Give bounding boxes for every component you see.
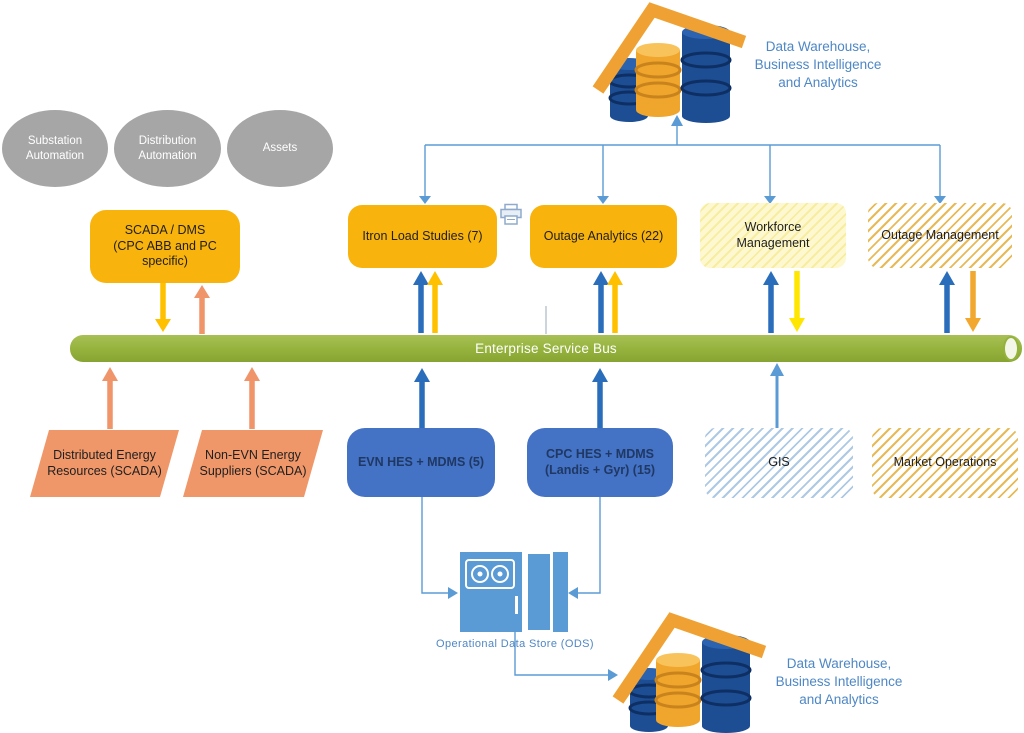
ellipse-label: Assets	[262, 142, 298, 155]
db-cylinder-middle	[634, 43, 682, 117]
box-outage-analytics: Outage Analytics (22)	[530, 205, 677, 268]
ellipse-assets: Assets	[227, 110, 333, 187]
esb-label: Enterprise Service Bus	[475, 341, 617, 356]
cpc-to-ods-connector	[568, 497, 601, 599]
box-label: Outage Analytics (22)	[543, 228, 664, 243]
box-itron-load-studies: Itron Load Studies (7)	[348, 205, 497, 268]
der-up-arrow	[102, 367, 118, 429]
ellipse-substation-automation: Substation Automation	[2, 110, 108, 187]
box-label: GIS	[768, 455, 790, 470]
scada-down-arrow	[155, 283, 171, 332]
box-label: Market Operations	[893, 455, 997, 470]
box-label: Non-EVN Energy Suppliers (SCADA)	[199, 447, 307, 478]
box-workforce-management: Workforce Management	[700, 203, 846, 268]
warehouse-roof	[612, 612, 767, 704]
scada-up-arrow	[194, 285, 210, 334]
outage-analytics-gold-up-arrow	[607, 271, 623, 333]
box-label: Itron Load Studies (7)	[362, 228, 483, 243]
evn-hes-up-arrow	[414, 368, 430, 428]
warehouse-roof	[592, 2, 747, 94]
operational-data-store-icon	[460, 552, 568, 632]
box-label: SCADA / DMS (CPC ABB and PC specific)	[113, 223, 217, 269]
workforce-blue-up-arrow	[763, 271, 779, 333]
box-distributed-energy-resources: Distributed Energy Resources (SCADA)	[30, 430, 179, 497]
printer-icon	[500, 203, 522, 225]
ods-to-warehouse-connector	[514, 632, 618, 681]
box-cpc-hes-mdms: CPC HES + MDMS (Landis + Gyr) (15)	[527, 428, 673, 497]
gis-up-arrow	[770, 363, 784, 428]
warehouse-distribution-tree	[419, 115, 946, 204]
box-outage-management: Outage Management	[868, 203, 1012, 268]
box-market-operations: Market Operations	[872, 428, 1018, 498]
ellipse-label: Substation Automation	[25, 135, 85, 162]
box-non-evn-energy-suppliers: Non-EVN Energy Suppliers (SCADA)	[183, 430, 323, 497]
box-label: CPC HES + MDMS (Landis + Gyr) (15)	[544, 446, 656, 477]
outage-mgmt-blue-up-arrow	[939, 271, 955, 333]
box-evn-hes-mdms: EVN HES + MDMS (5)	[347, 428, 495, 497]
non-evn-up-arrow	[244, 367, 260, 429]
box-label: Workforce Management	[736, 219, 810, 250]
data-warehouse-icon-top	[592, 2, 747, 123]
outage-mgmt-orange-down-arrow	[965, 271, 981, 332]
cpc-hes-up-arrow	[592, 368, 608, 428]
ods-label: Operational Data Store (ODS)	[436, 638, 594, 650]
db-cylinder-right	[680, 25, 732, 123]
box-gis: GIS	[705, 428, 853, 498]
evn-to-ods-connector	[421, 497, 458, 599]
box-scada-dms: SCADA / DMS (CPC ABB and PC specific)	[90, 210, 240, 283]
box-label: Outage Management	[881, 227, 999, 242]
outage-analytics-blue-up-arrow	[593, 271, 609, 333]
box-label: Distributed Energy Resources (SCADA)	[47, 447, 162, 478]
ellipse-distribution-automation: Distribution Automation	[114, 110, 221, 187]
esb-end-cap	[1003, 336, 1019, 361]
data-warehouse-label-top: Data Warehouse, Business Intelligence an…	[754, 39, 882, 91]
itron-blue-up-arrow	[413, 271, 429, 333]
itron-gold-up-arrow	[427, 271, 443, 333]
workforce-yellow-down-arrow	[789, 271, 805, 332]
enterprise-service-bus: Enterprise Service Bus	[70, 335, 1022, 362]
data-warehouse-icon-bottom	[612, 612, 767, 733]
db-cylinder-middle	[654, 653, 702, 727]
box-label: EVN HES + MDMS (5)	[357, 454, 485, 469]
data-warehouse-label-bottom: Data Warehouse, Business Intelligence an…	[775, 656, 903, 708]
ellipse-label: Distribution Automation	[138, 135, 197, 162]
